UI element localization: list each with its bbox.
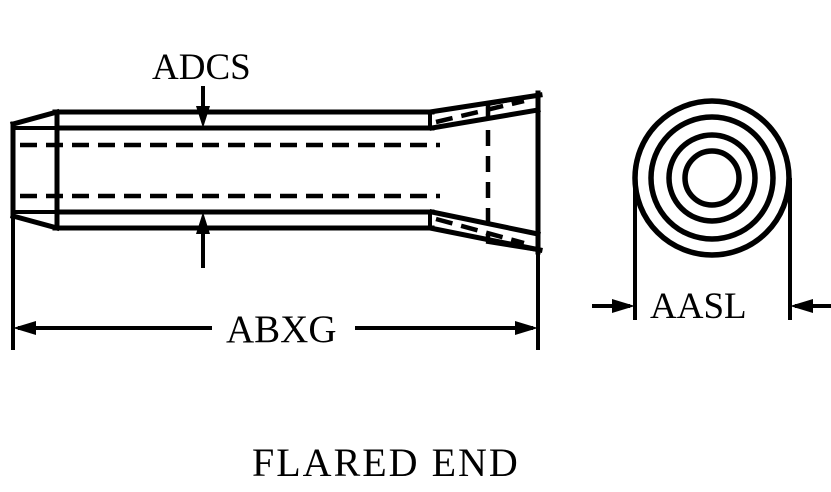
end-view [632, 98, 792, 258]
end-view-circle-third [666, 132, 758, 224]
adcs-lower-arrow-icon [196, 212, 210, 234]
tip-chamfer-upper-outer [9, 108, 61, 128]
flare-rim-bottom-edge [485, 239, 541, 253]
flare-rim-top-edge [485, 92, 541, 107]
tip-chamfer-lower-outer [9, 212, 61, 232]
abxg-left-arrow-icon [13, 321, 36, 335]
adcs-upper-arrow-icon [196, 106, 210, 128]
end-view-circle-inner [682, 148, 742, 208]
end-view-circle-second [648, 114, 776, 242]
abxg-right-arrow-icon [515, 321, 538, 335]
abxg-dimension: ABXG [11, 205, 540, 351]
adcs-label: ADCS [152, 47, 251, 88]
adcs-annotation: ADCS [152, 47, 251, 268]
flare-hidden-lower-line [435, 216, 525, 246]
flare-hidden-upper-line [435, 98, 525, 125]
aasl-right-arrow-icon [790, 299, 813, 313]
aasl-dimension: AASL [592, 178, 831, 327]
flare-inner-upper-edge [429, 107, 541, 131]
end-view-circle-outer [632, 98, 792, 258]
abxg-label: ABXG [226, 308, 337, 351]
side-view [9, 90, 543, 255]
flare-inner-lower-edge [429, 209, 541, 237]
drawing-caption: FLARED END [252, 440, 520, 485]
aasl-left-arrow-icon [612, 299, 635, 313]
aasl-label: AASL [650, 286, 747, 327]
